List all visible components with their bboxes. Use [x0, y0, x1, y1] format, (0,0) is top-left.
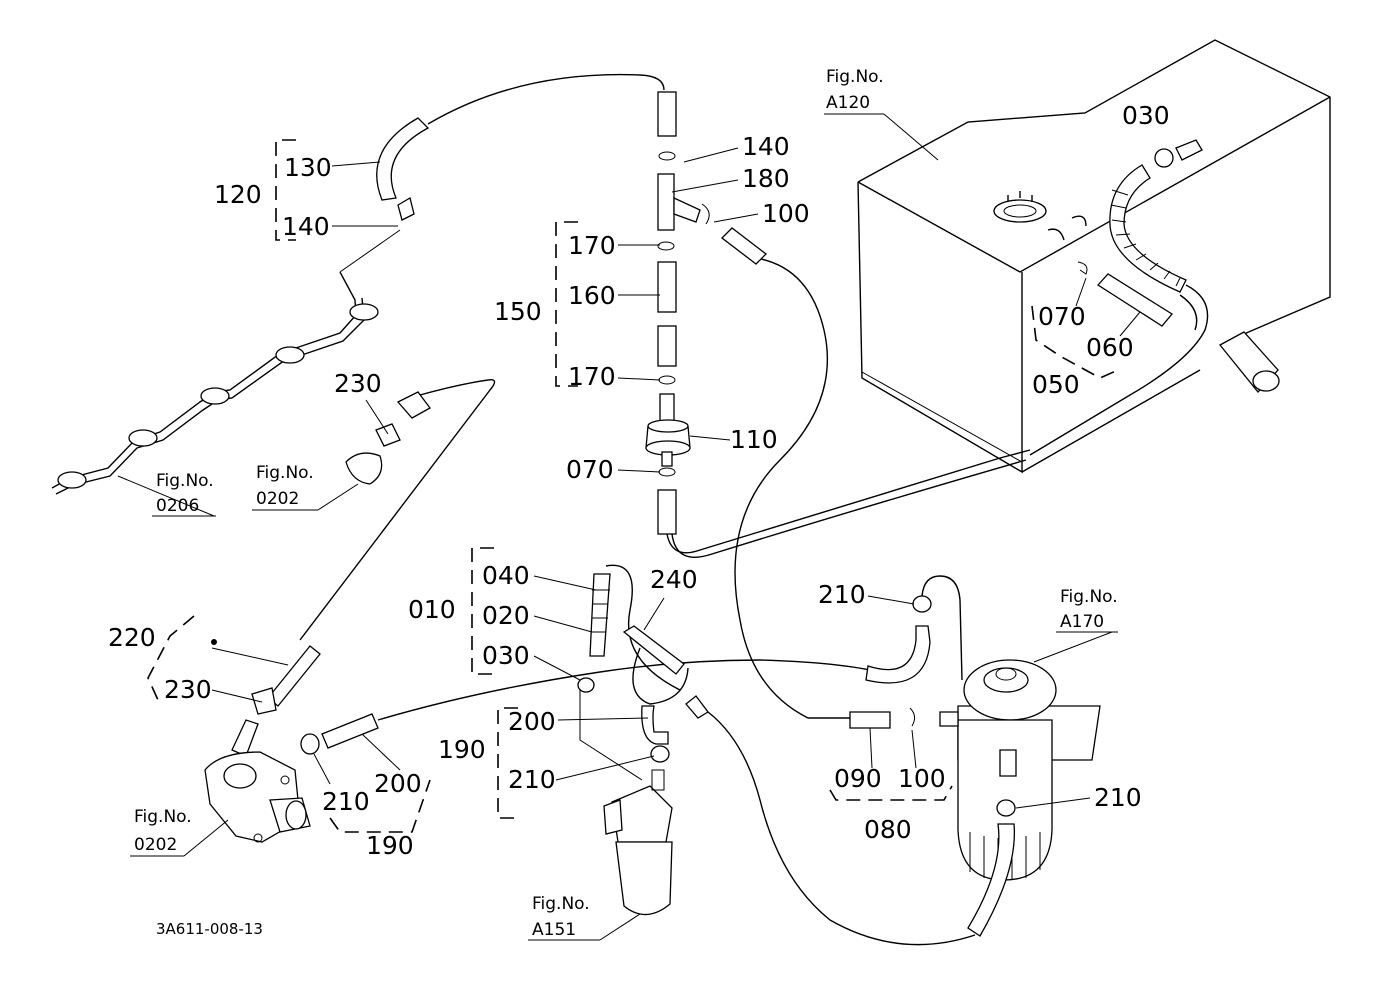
hose-200-mid — [641, 695, 976, 946]
label-240: 240 — [650, 565, 698, 594]
label-230-top: 230 — [334, 369, 382, 398]
label-110: 110 — [730, 425, 778, 454]
label-100-tee: 100 — [762, 199, 810, 228]
leader-lines — [117, 113, 1141, 941]
label-130: 130 — [284, 153, 332, 182]
label-200-mid: 200 — [508, 707, 556, 736]
label-220: 220 — [108, 623, 156, 652]
fig-label: Fig.No. — [156, 471, 214, 491]
hose-200-low — [300, 575, 963, 755]
label-210-mid: 210 — [508, 765, 556, 794]
band-240 — [622, 625, 689, 705]
fig-ref-0206: Fig.No. 0206 — [152, 471, 216, 517]
label-140-top: 140 — [742, 132, 790, 161]
label-230-bottom: 230 — [164, 675, 212, 704]
label-070-tank: 070 — [1038, 302, 1086, 331]
tank-hose-060 — [1097, 273, 1173, 327]
label-080: 080 — [864, 815, 912, 844]
label-190-low: 190 — [366, 831, 414, 860]
drawing-code: 3A611-008-13 — [156, 920, 263, 938]
filter-assembly-150 — [645, 91, 1031, 558]
label-030-left: 030 — [482, 641, 530, 670]
fig-number: 0202 — [256, 489, 299, 509]
fig-label: Fig.No. — [826, 67, 884, 87]
injector-return-pipe — [51, 229, 401, 495]
label-210-right-top: 210 — [818, 580, 866, 609]
fig-ref-a170: Fig.No. A170 — [1056, 587, 1118, 633]
label-200-low: 200 — [374, 769, 422, 798]
fig-number: A170 — [1060, 612, 1104, 632]
fig-label: Fig.No. — [532, 894, 590, 914]
feed-line-lower — [231, 379, 496, 757]
hose-100-tee — [721, 227, 852, 719]
label-050: 050 — [1032, 370, 1080, 399]
fuel-pump — [204, 751, 311, 843]
label-210-low: 210 — [322, 787, 370, 816]
fig-number: A120 — [826, 93, 870, 113]
label-150: 150 — [494, 297, 542, 326]
fig-number: 0206 — [156, 496, 199, 516]
fig-label: Fig.No. — [256, 463, 314, 483]
fig-ref-a151: Fig.No. A151 — [528, 894, 600, 941]
callout-labels: 030 140 180 100 130 120 140 170 160 150 … — [108, 101, 1170, 860]
filler-neck — [1219, 331, 1280, 393]
fig-ref-a120: Fig.No. A120 — [824, 67, 884, 115]
fuel-filter-a170 — [939, 659, 1101, 937]
brackets — [147, 139, 1119, 833]
label-180: 180 — [742, 164, 790, 193]
fig-ref-0202-bottom: Fig.No. 0202 — [130, 807, 192, 857]
label-040: 040 — [482, 561, 530, 590]
label-140-left: 140 — [282, 212, 330, 241]
label-060: 060 — [1086, 333, 1134, 362]
hose-090 — [849, 707, 916, 729]
label-100-right: 100 — [898, 764, 946, 793]
label-160: 160 — [568, 281, 616, 310]
water-separator-a151 — [603, 769, 673, 916]
label-090: 090 — [834, 764, 882, 793]
label-190-mid: 190 — [438, 735, 486, 764]
fig-number: A151 — [532, 920, 576, 940]
clip-070-tank — [1077, 261, 1088, 275]
tank-clamp-030 — [1154, 139, 1203, 168]
fig-label: Fig.No. — [1060, 587, 1118, 607]
dot-marker — [211, 639, 217, 645]
fig-label: Fig.No. — [134, 807, 192, 827]
label-120: 120 — [214, 180, 262, 209]
fig-number: 0202 — [134, 835, 177, 855]
label-020: 020 — [482, 601, 530, 630]
label-030-tank: 030 — [1122, 101, 1170, 130]
fuel-tank — [857, 39, 1331, 474]
label-210-right-low: 210 — [1094, 783, 1142, 812]
label-010: 010 — [408, 595, 456, 624]
hose-130 — [376, 73, 665, 221]
label-170-bottom: 170 — [568, 362, 616, 391]
corrugated-hose — [1029, 164, 1209, 456]
label-170-top: 170 — [568, 231, 616, 260]
assembly-010 — [577, 564, 681, 781]
label-070-mid: 070 — [566, 455, 614, 484]
fig-ref-0202-top: Fig.No. 0202 — [252, 463, 318, 511]
